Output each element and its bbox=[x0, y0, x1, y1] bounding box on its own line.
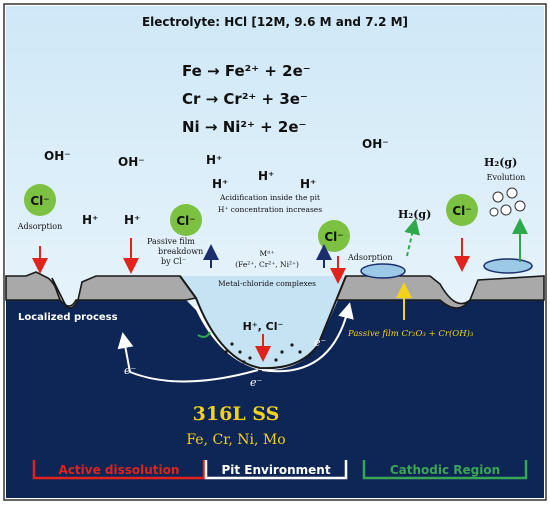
passive-film-left-pit bbox=[51, 275, 198, 309]
region-cathodic-label: Cathodic Region bbox=[390, 463, 500, 477]
alloy-elements: Fe, Cr, Ni, Mo bbox=[186, 432, 285, 448]
cathodic-film-disk-2 bbox=[483, 258, 533, 274]
bracket-active bbox=[32, 460, 206, 480]
electron-flow-arrow-right bbox=[261, 302, 354, 373]
region-pit-label: Pit Environment bbox=[221, 463, 330, 477]
oh-ion-right: OH⁻ bbox=[362, 137, 389, 151]
hydrogen-bubbles bbox=[489, 187, 526, 217]
chloride-ion-label: Cl⁻ bbox=[30, 194, 49, 208]
adsorption-label-right: Adsorption bbox=[347, 253, 393, 262]
electrolyte-title: Electrolyte: HCl [12M, 9.6 M and 7.2 M] bbox=[142, 15, 408, 29]
chloride-ion-1: Cl⁻ bbox=[24, 184, 56, 216]
h-ion-4: H⁺ bbox=[300, 177, 316, 191]
oh-ion-left: OH⁻ bbox=[44, 149, 71, 163]
oh-ion-mid: OH⁻ bbox=[118, 155, 145, 169]
electron-label-2: e⁻ bbox=[250, 376, 263, 389]
chloride-ion-label: Cl⁻ bbox=[176, 214, 195, 228]
region-active-label: Active dissolution bbox=[59, 463, 180, 477]
acidification-line-2: H⁺ concentration increases bbox=[218, 205, 322, 214]
h-ion-2: H⁺ bbox=[258, 169, 274, 183]
evolution-label: Evolution bbox=[487, 173, 526, 182]
green-arrow-dashed bbox=[404, 218, 420, 257]
passive-breakdown-line-1: Passive film bbox=[147, 237, 195, 246]
adsorption-label-left: Adsorption bbox=[17, 222, 63, 231]
electron-label-3: e⁻ bbox=[314, 336, 327, 349]
bracket-pit bbox=[204, 460, 348, 480]
metal-ion-species: (Fe²⁺, Cr²⁺, Ni²⁺) bbox=[235, 260, 299, 269]
h-ion-5: H⁺ bbox=[82, 213, 98, 227]
metal-ion-label: Mⁿ⁺ bbox=[260, 249, 275, 258]
passive-film-right bbox=[322, 275, 545, 309]
passive-breakdown-line-3: by Cl⁻ bbox=[161, 257, 186, 266]
chloride-ion-4: Cl⁻ bbox=[446, 194, 478, 226]
h-ion-3: H⁺ bbox=[212, 177, 228, 191]
h2-gas-label-1: H₂(g) bbox=[398, 208, 431, 221]
green-curl bbox=[197, 331, 211, 338]
bracket-cathodic bbox=[362, 460, 528, 480]
pit-ions-label: H⁺, Cl⁻ bbox=[243, 320, 284, 333]
h-ion-6: H⁺ bbox=[124, 213, 140, 227]
passive-breakdown-line-2: breakdown bbox=[158, 247, 203, 256]
electron-flow-arrow-left bbox=[117, 332, 259, 383]
chloride-ion-label: Cl⁻ bbox=[452, 204, 471, 218]
alloy-name: 316L SS bbox=[193, 403, 280, 425]
passive-film-label: Passive film Cr₂O₃ + Cr(OH)₃ bbox=[347, 328, 474, 339]
h2-gas-label-2: H₂(g) bbox=[484, 156, 517, 169]
chloride-ion-label: Cl⁻ bbox=[324, 230, 343, 244]
reaction-fe: Fe → Fe²⁺ + 2e⁻ bbox=[182, 62, 311, 80]
metal-chloride-label: Metal-chloride complexes bbox=[218, 279, 316, 288]
cathodic-film-disk-1 bbox=[360, 263, 406, 279]
metal-substrate bbox=[6, 300, 544, 498]
h-ion-1: H⁺ bbox=[206, 153, 222, 167]
localized-process-label: Localized process bbox=[18, 312, 118, 323]
reaction-ni: Ni → Ni²⁺ + 2e⁻ bbox=[182, 118, 306, 136]
acidification-line-1: Acidification inside the pit bbox=[219, 193, 320, 202]
chloride-ion-2: Cl⁻ bbox=[170, 204, 202, 236]
electron-label-1: e⁻ bbox=[124, 364, 137, 377]
pit-cavity bbox=[179, 275, 347, 370]
chloride-ion-3: Cl⁻ bbox=[318, 220, 350, 252]
reaction-cr: Cr → Cr²⁺ + 3e⁻ bbox=[182, 90, 308, 108]
